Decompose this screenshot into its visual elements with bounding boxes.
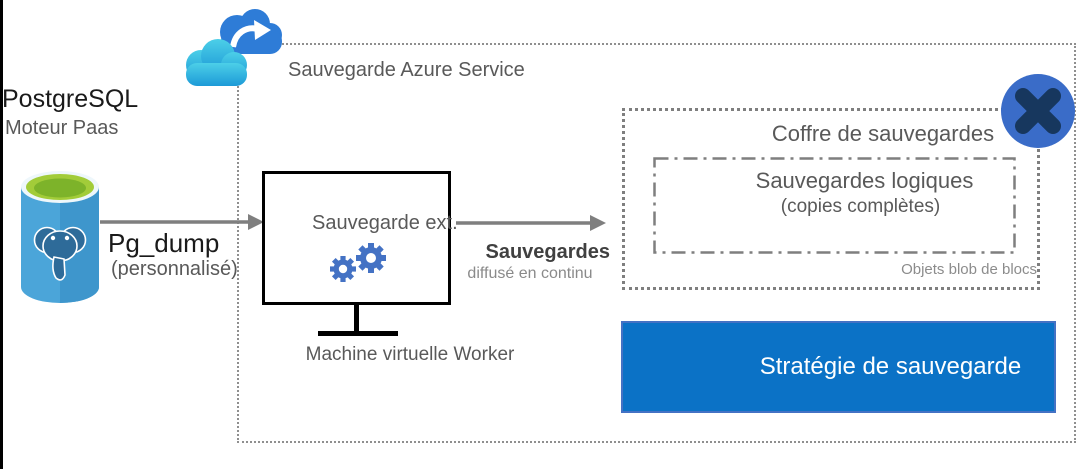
backup-vault-title: Coffre de sauvegardes <box>771 121 995 146</box>
azure-service-boundary <box>237 43 1076 443</box>
worker-caption: Machine virtuelle Worker <box>305 344 515 365</box>
backup-vault-icon <box>1001 74 1075 148</box>
strategy-label: Stratégie de sauvegarde <box>759 353 1022 380</box>
elephant-logo <box>33 226 87 281</box>
pgdump-label: Pg_dump <box>108 228 220 258</box>
backup-vault-box <box>622 108 1040 290</box>
worker-box-label: Sauvegarde ext. <box>312 212 458 234</box>
strategy-box: Stratégie de sauvegarde <box>621 321 1056 413</box>
azure-service-label: Sauvegarde Azure Service <box>288 59 525 81</box>
pgdump-note: (personnalisé) <box>111 258 238 280</box>
logical-backups-note: (copies complètes) <box>780 196 941 217</box>
gears-icon <box>330 243 386 282</box>
blob-footer-note: Objets blob de blocs <box>901 261 1037 278</box>
stream-label: Sauvegardes <box>485 241 610 263</box>
stream-sublabel: diffusé en continu <box>467 265 593 282</box>
left-edge-border <box>0 0 3 469</box>
logical-backups-title: Sauvegardes logiques <box>755 168 974 193</box>
postgresql-title: PostgreSQL <box>2 85 139 113</box>
azure-backup-cloud-icon <box>186 9 282 86</box>
sync-arrow <box>230 20 271 48</box>
postgresql-subtitle: Moteur Paas <box>5 117 119 139</box>
postgresql-database-icon <box>21 171 99 303</box>
cloud-front <box>186 39 247 86</box>
worker-box <box>262 171 451 305</box>
logical-backups-box <box>653 157 1016 254</box>
